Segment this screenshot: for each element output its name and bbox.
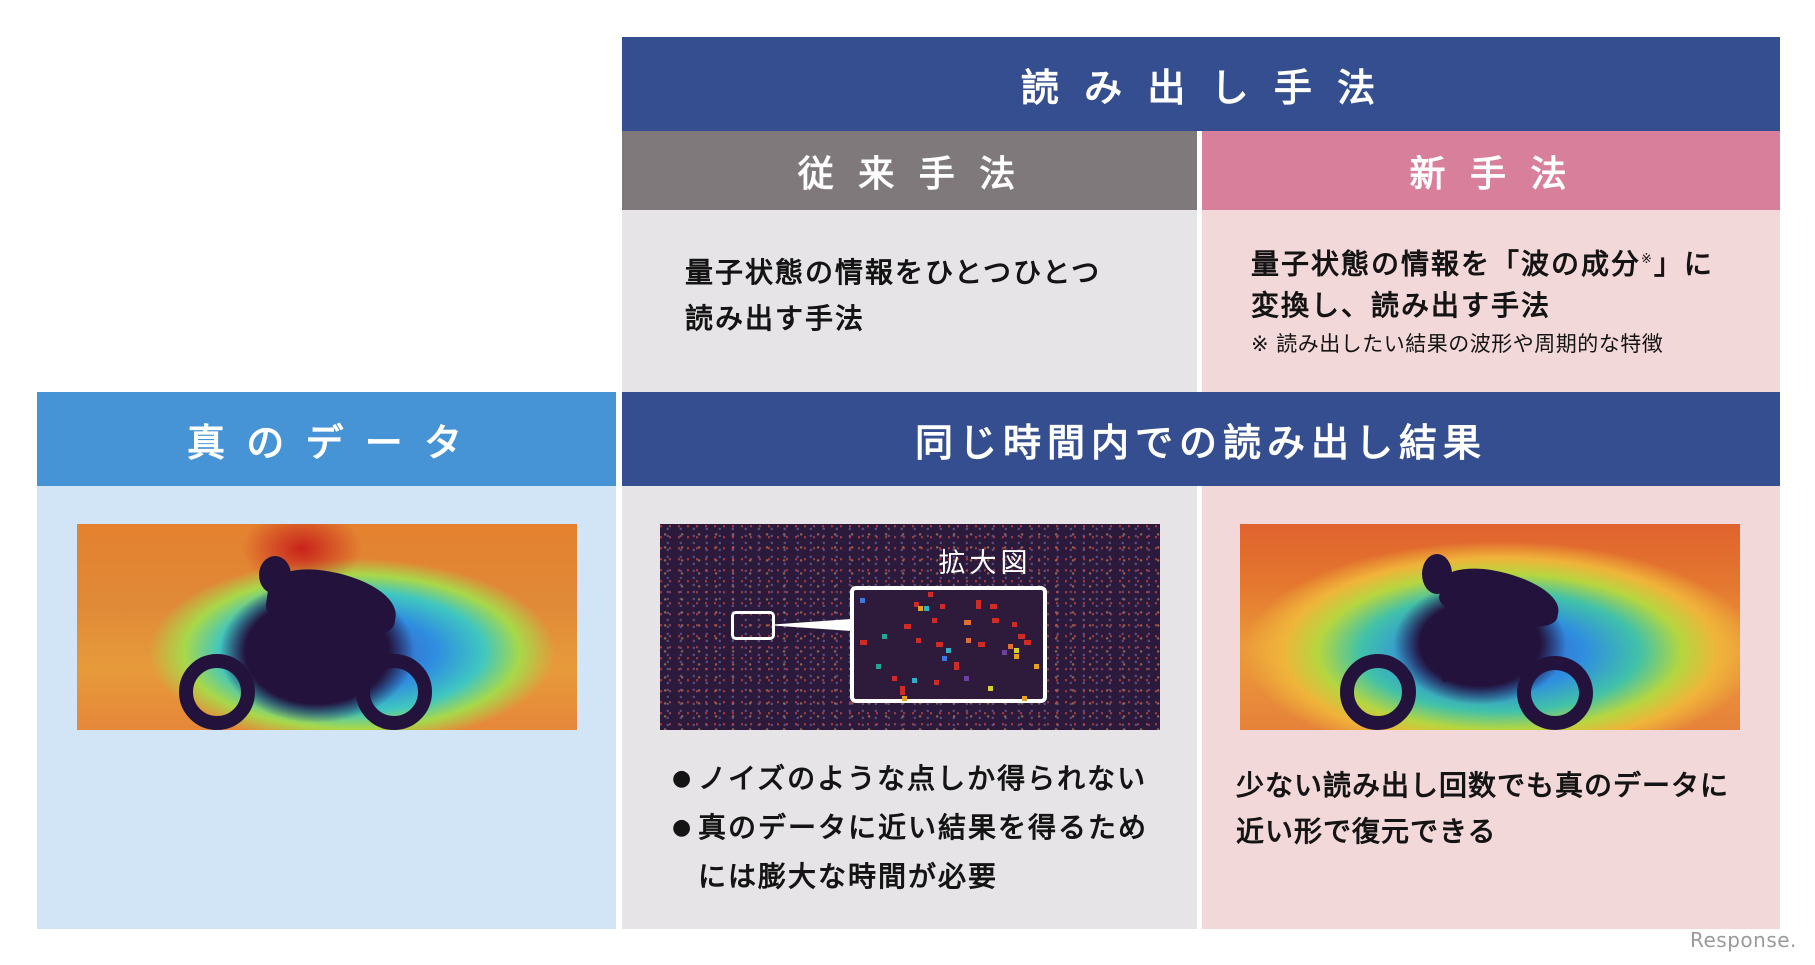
bullet-icon: ● bbox=[672, 815, 694, 840]
conventional-method-header: 従 来 手 法 bbox=[622, 131, 1197, 210]
point-text: には膨大な時間が必要 bbox=[698, 860, 999, 893]
conventional-description: 量子状態の情報をひとつひとつ 読み出す手法 bbox=[685, 250, 1195, 342]
rider-body bbox=[263, 563, 401, 641]
true-data-image bbox=[77, 524, 577, 730]
conventional-description-line2: 読み出す手法 bbox=[685, 302, 866, 335]
rear-wheel-icon bbox=[356, 654, 432, 730]
point-text: ノイズのような点しか得られない bbox=[698, 762, 1148, 795]
point-2: ● 真のデータに近い結果を得るため bbox=[672, 803, 1192, 852]
new-description-line2: 変換し、読み出す手法 bbox=[1251, 289, 1552, 323]
zoom-source-box bbox=[731, 611, 775, 640]
zoom-detail-box bbox=[850, 586, 1047, 703]
new-result-line1: 少ない読み出し回数でも真のデータに bbox=[1236, 769, 1730, 802]
new-result-summary: 少ない読み出し回数でも真のデータに 近い形で復元できる bbox=[1236, 763, 1776, 855]
true-data-cell bbox=[37, 486, 616, 929]
conventional-description-cell: 量子状態の情報をひとつひとつ 読み出す手法 bbox=[622, 210, 1197, 392]
rear-wheel-icon bbox=[1517, 656, 1593, 730]
point-text: 真のデータに近い結果を得るため bbox=[698, 811, 1149, 844]
conventional-result-cell: 拡大図 bbox=[622, 486, 1197, 929]
new-description-line1-text: 量子状態の情報を「波の成分 bbox=[1251, 247, 1642, 281]
conventional-result-image: 拡大図 bbox=[660, 524, 1160, 730]
true-data-header: 真 の デ ー タ bbox=[37, 392, 616, 486]
new-method-title: 新 手 法 bbox=[1409, 153, 1573, 195]
conventional-result-points: ● ノイズのような点しか得られない ● 真のデータに近い結果を得るため には膨大… bbox=[672, 754, 1192, 901]
new-result-line2: 近い形で復元できる bbox=[1236, 815, 1497, 848]
point-2-continued: には膨大な時間が必要 bbox=[672, 852, 1192, 901]
response-watermark: Response. bbox=[1690, 928, 1797, 952]
zoom-connector bbox=[775, 619, 851, 631]
results-title: 同じ時間内での読み出し結果 bbox=[914, 420, 1487, 465]
readout-method-header: 読 み 出 し 手 法 bbox=[622, 37, 1780, 131]
front-wheel-icon bbox=[1340, 654, 1416, 730]
footnote: ※ 読み出したい結果の波形や周期的な特徴 bbox=[1251, 332, 1664, 357]
footnote-mark: ※ bbox=[1641, 252, 1654, 267]
bullet-icon: ● bbox=[672, 766, 694, 791]
results-header: 同じ時間内での読み出し結果 bbox=[622, 392, 1780, 486]
new-description: 量子状態の情報を「波の成分※」に 変換し、読み出す手法 ※ 読み出したい結果の波… bbox=[1251, 237, 1776, 359]
point-1: ● ノイズのような点しか得られない bbox=[672, 754, 1192, 803]
new-description-line1-end: 」に bbox=[1653, 247, 1714, 281]
new-result-cell: 少ない読み出し回数でも真のデータに 近い形で復元できる bbox=[1202, 486, 1780, 929]
true-data-title: 真 の デ ー タ bbox=[187, 420, 466, 465]
readout-method-title: 読 み 出 し 手 法 bbox=[1020, 65, 1382, 110]
rider-leg bbox=[1429, 613, 1471, 683]
front-wheel-icon bbox=[179, 654, 255, 730]
zoom-label: 拡大図 bbox=[938, 547, 1032, 579]
new-description-cell: 量子状態の情報を「波の成分※」に 変換し、読み出す手法 ※ 読み出したい結果の波… bbox=[1202, 210, 1780, 392]
conventional-description-line1: 量子状態の情報をひとつひとつ bbox=[685, 256, 1102, 289]
new-method-header: 新 手 法 bbox=[1202, 131, 1780, 210]
conventional-method-title: 従 来 手 法 bbox=[797, 153, 1022, 195]
new-result-image bbox=[1240, 524, 1740, 730]
new-description-line1: 量子状態の情報を「波の成分※」に bbox=[1251, 237, 1776, 287]
